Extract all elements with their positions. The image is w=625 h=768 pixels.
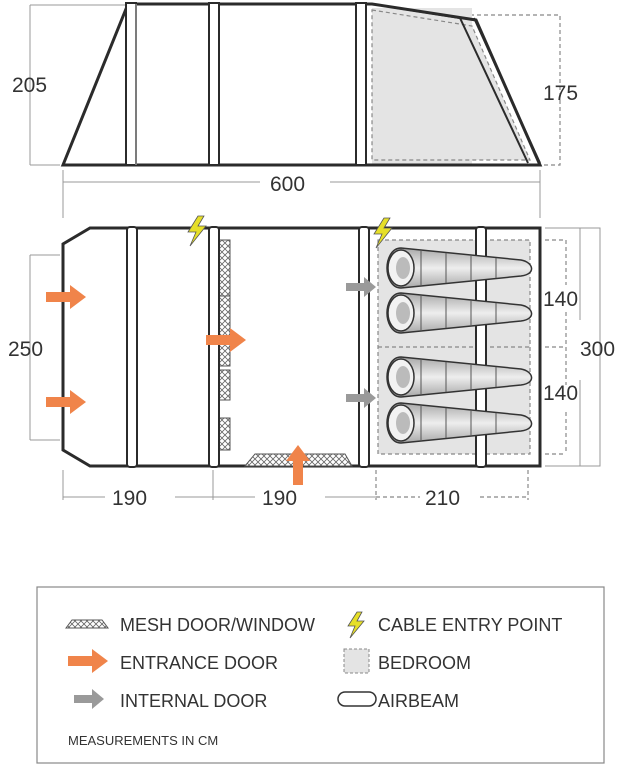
- legend-box: MESH DOOR/WINDOW CABLE ENTRY POINT ENTRA…: [36, 586, 605, 764]
- bedroom-1-width-label: 140: [543, 288, 578, 311]
- bedroom-swatch-icon: [343, 648, 370, 674]
- bedroom-height-label: 175: [543, 82, 578, 105]
- total-width-label: 300: [580, 338, 615, 361]
- cable-entry-icon: [187, 215, 207, 247]
- entrance-arrow-icon: [46, 285, 86, 309]
- legend-cable-label: CABLE ENTRY POINT: [378, 615, 562, 635]
- floor-plan: 250 300 140 140 190: [8, 215, 615, 510]
- mesh-icon: [65, 619, 109, 629]
- section-1-label: 190: [112, 487, 147, 510]
- legend-mesh-label: MESH DOOR/WINDOW: [120, 615, 315, 635]
- total-length-label: 600: [270, 173, 305, 196]
- tent-outline: [61, 226, 542, 468]
- measurements-note: MEASUREMENTS IN CM: [68, 733, 218, 748]
- cable-entry-icon: [347, 611, 365, 639]
- legend-entrance-label: ENTRANCE DOOR: [120, 653, 278, 673]
- section-3-label: 210: [425, 487, 460, 510]
- entrance-arrow-icon: [46, 390, 86, 414]
- section-2-label: 190: [262, 487, 297, 510]
- bedroom-2-width-label: 140: [543, 382, 578, 405]
- airbeam-icon: [337, 691, 377, 707]
- front-width-label: 250: [8, 338, 43, 361]
- legend-airbeam-label: AIRBEAM: [378, 691, 459, 711]
- legend-bedroom-label: BEDROOM: [378, 653, 471, 673]
- cable-entry-icon: [373, 217, 393, 249]
- legend-internal-label: INTERNAL DOOR: [120, 691, 267, 711]
- side-elevation: 205 175 600: [12, 2, 578, 218]
- side-height-label: 205: [12, 74, 47, 97]
